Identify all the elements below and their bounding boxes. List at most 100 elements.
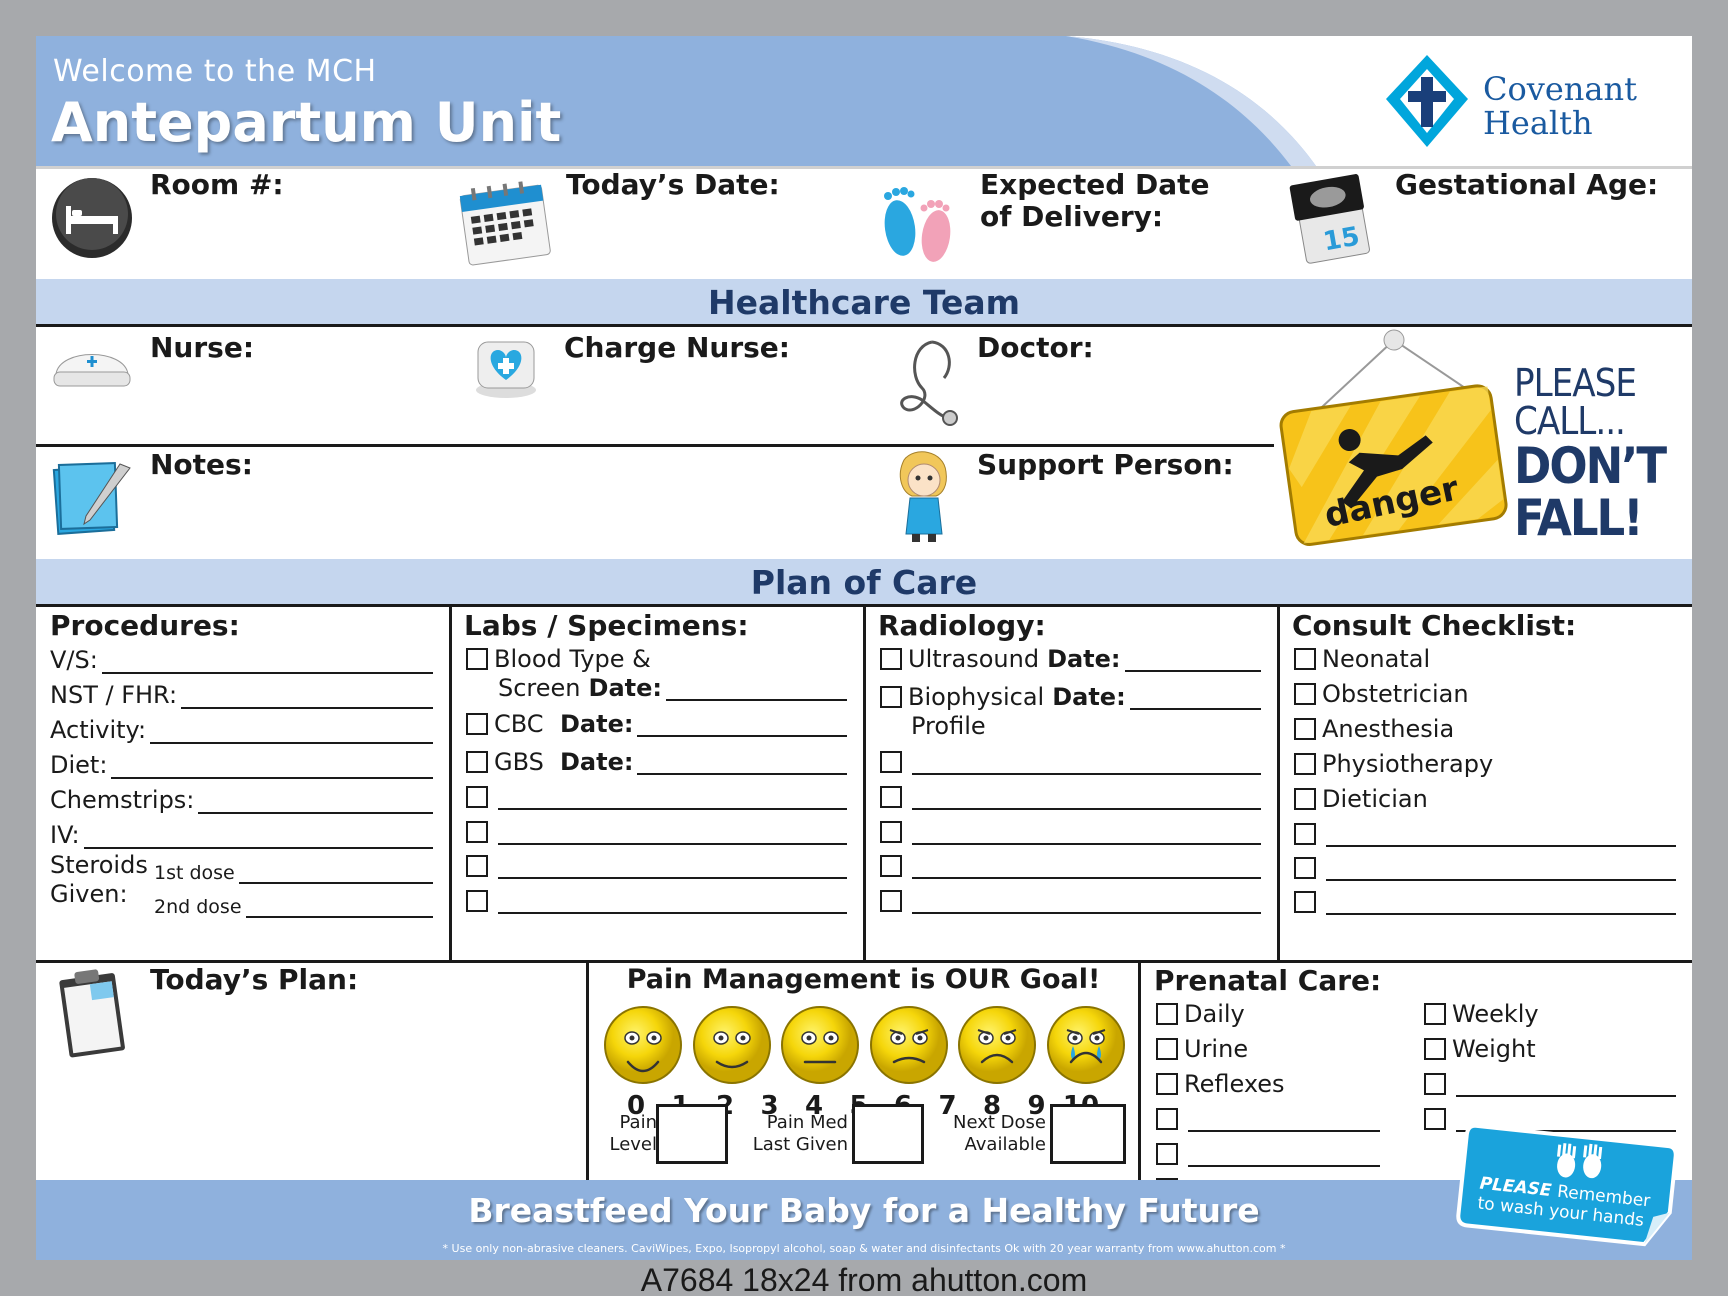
- checkbox[interactable]: [1294, 857, 1316, 879]
- blank-consult-row[interactable]: [1294, 819, 1676, 849]
- checkbox[interactable]: [1424, 1038, 1446, 1060]
- procedure-row[interactable]: Activity:: [50, 712, 433, 744]
- write-line[interactable]: [665, 675, 847, 701]
- checkbox[interactable]: [1424, 1073, 1446, 1095]
- checkbox[interactable]: [1294, 718, 1316, 740]
- consult-item[interactable]: Anesthesia: [1294, 714, 1454, 744]
- checkbox[interactable]: [1156, 1143, 1178, 1165]
- prenatal-item[interactable]: Weight: [1424, 1034, 1536, 1064]
- write-line[interactable]: [101, 648, 433, 674]
- checkbox[interactable]: [1424, 1108, 1446, 1130]
- write-line[interactable]: [111, 753, 433, 779]
- procedure-row[interactable]: Chemstrips:: [50, 782, 433, 814]
- blank-radiology-row[interactable]: [880, 817, 1261, 847]
- checkbox[interactable]: [1294, 788, 1316, 810]
- procedure-row[interactable]: Diet:: [50, 747, 433, 779]
- write-line[interactable]: [912, 749, 1261, 775]
- pain-scale-number[interactable]: 7: [938, 1091, 957, 1121]
- blank-prenatal-row[interactable]: [1424, 1069, 1676, 1099]
- procedure-row[interactable]: NST / FHR:: [50, 677, 433, 709]
- checkbox[interactable]: [466, 786, 488, 808]
- write-line[interactable]: [1326, 889, 1676, 915]
- pain-scale-number[interactable]: 3: [760, 1091, 779, 1121]
- checkbox[interactable]: [880, 751, 902, 773]
- write-line[interactable]: [245, 892, 433, 918]
- blank-radiology-row[interactable]: [880, 851, 1261, 881]
- write-line[interactable]: [912, 888, 1261, 914]
- write-line[interactable]: [1326, 821, 1676, 847]
- write-line[interactable]: [498, 819, 847, 845]
- checkbox[interactable]: [1156, 1073, 1178, 1095]
- prenatal-item[interactable]: Reflexes: [1156, 1069, 1285, 1099]
- checkbox[interactable]: [880, 821, 902, 843]
- blank-lab-row[interactable]: [466, 851, 847, 881]
- checkbox[interactable]: [880, 855, 902, 877]
- prenatal-item[interactable]: Weekly: [1424, 999, 1539, 1029]
- consult-item[interactable]: Obstetrician: [1294, 679, 1469, 709]
- checkbox[interactable]: [466, 648, 488, 670]
- write-line[interactable]: [637, 711, 847, 737]
- checkbox[interactable]: [1156, 1003, 1178, 1025]
- blank-lab-row[interactable]: [466, 817, 847, 847]
- consult-item[interactable]: Neonatal: [1294, 644, 1430, 674]
- write-line[interactable]: [637, 749, 847, 775]
- prenatal-item[interactable]: Daily: [1156, 999, 1245, 1029]
- blank-lab-row[interactable]: [466, 782, 847, 812]
- steroid-dose-row[interactable]: 2nd dose: [154, 886, 433, 918]
- next-dose-box[interactable]: [1050, 1104, 1126, 1164]
- blank-prenatal-row[interactable]: [1156, 1104, 1380, 1134]
- blank-consult-row[interactable]: [1294, 853, 1676, 883]
- write-line[interactable]: [498, 784, 847, 810]
- blood-type-row[interactable]: Blood Type &: [466, 644, 651, 674]
- blank-lab-row[interactable]: [466, 886, 847, 916]
- checkbox[interactable]: [1294, 753, 1316, 775]
- checkbox[interactable]: [466, 713, 488, 735]
- checkbox[interactable]: [880, 686, 902, 708]
- blank-prenatal-row[interactable]: [1424, 1104, 1676, 1134]
- blank-radiology-row[interactable]: [880, 747, 1261, 777]
- checkbox[interactable]: [1294, 891, 1316, 913]
- checkbox[interactable]: [880, 648, 902, 670]
- write-line[interactable]: [1188, 1141, 1380, 1167]
- checkbox[interactable]: [1294, 683, 1316, 705]
- checkbox[interactable]: [1156, 1038, 1178, 1060]
- write-line[interactable]: [1188, 1106, 1380, 1132]
- pain-scale-number[interactable]: 9: [1027, 1091, 1046, 1121]
- write-line[interactable]: [83, 823, 433, 849]
- write-line[interactable]: [912, 853, 1261, 879]
- blank-prenatal-row[interactable]: [1156, 1139, 1380, 1169]
- checkbox[interactable]: [1156, 1108, 1178, 1130]
- checkbox[interactable]: [1294, 823, 1316, 845]
- write-line[interactable]: [181, 683, 433, 709]
- pain-scale-number[interactable]: 8: [982, 1091, 1002, 1121]
- write-line[interactable]: [498, 888, 847, 914]
- blank-radiology-row[interactable]: [880, 886, 1261, 916]
- blank-consult-row[interactable]: [1294, 887, 1676, 917]
- write-line[interactable]: [198, 788, 433, 814]
- write-line[interactable]: [1456, 1071, 1676, 1097]
- blank-radiology-row[interactable]: [880, 782, 1261, 812]
- write-line[interactable]: [1129, 684, 1261, 710]
- consult-item[interactable]: Dietician: [1294, 784, 1428, 814]
- checkbox[interactable]: [466, 751, 488, 773]
- write-line[interactable]: [150, 718, 433, 744]
- consult-item[interactable]: Physiotherapy: [1294, 749, 1493, 779]
- pain-med-box[interactable]: [852, 1104, 924, 1164]
- checkbox[interactable]: [1294, 648, 1316, 670]
- write-line[interactable]: [1456, 1106, 1676, 1132]
- pain-level-box[interactable]: [656, 1104, 728, 1164]
- checkbox[interactable]: [880, 890, 902, 912]
- prenatal-item[interactable]: Urine: [1156, 1034, 1248, 1064]
- steroid-dose-row[interactable]: 1st dose: [154, 852, 433, 884]
- write-line[interactable]: [498, 853, 847, 879]
- pain-scale-number[interactable]: 4: [804, 1091, 824, 1121]
- procedure-row[interactable]: IV:: [50, 817, 433, 849]
- checkbox[interactable]: [466, 890, 488, 912]
- write-line[interactable]: [1124, 646, 1261, 672]
- checkbox[interactable]: [466, 821, 488, 843]
